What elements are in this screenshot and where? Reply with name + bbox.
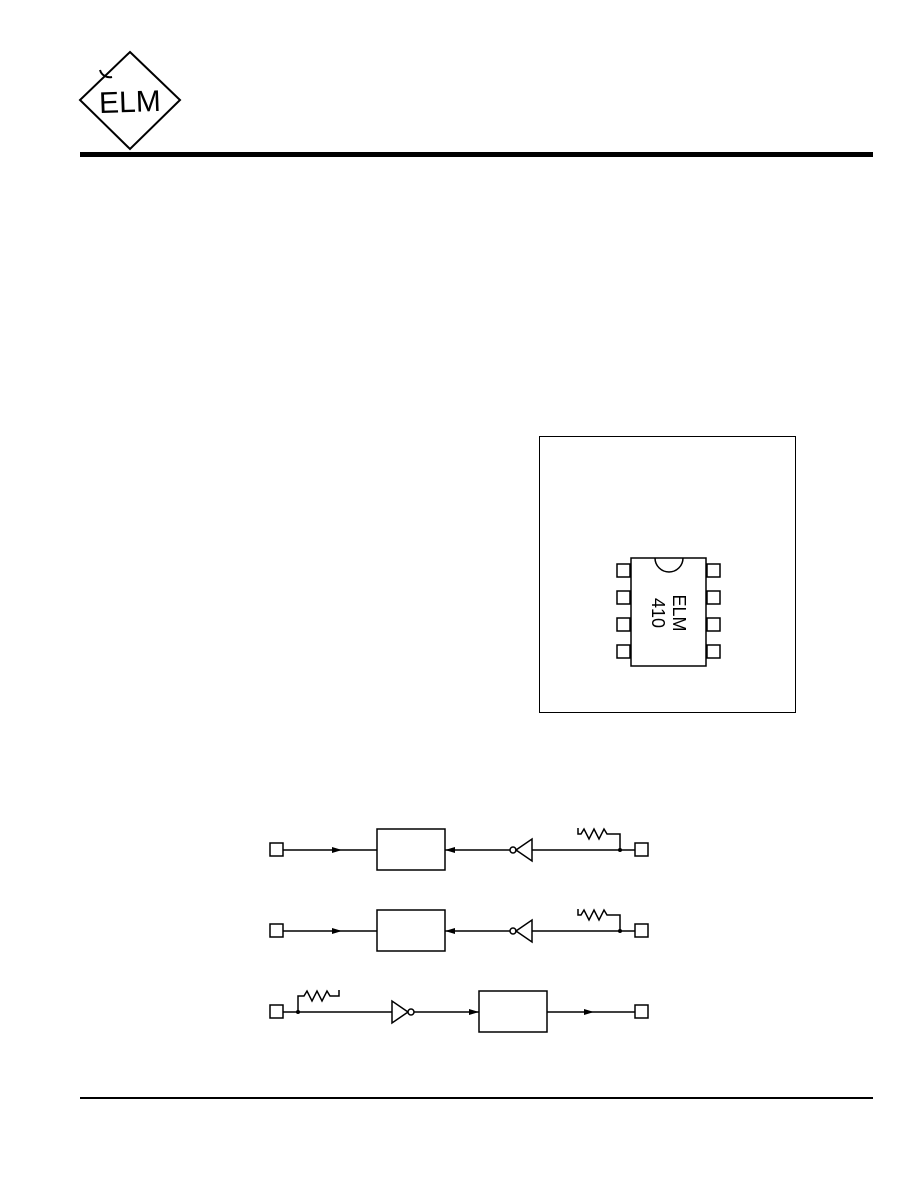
- pin1-notch-icon: [654, 557, 684, 573]
- pinout-diagram: ELM 410: [616, 557, 721, 667]
- ic-package: ELM 410: [616, 557, 721, 667]
- output-terminal: [269, 923, 284, 938]
- input-terminal: [634, 842, 649, 857]
- input-terminal: [634, 923, 649, 938]
- logo-diamond: [78, 50, 182, 151]
- pin-4: [616, 644, 631, 659]
- pin-2: [616, 590, 631, 605]
- logo-text: ELM: [99, 85, 162, 120]
- pin-6: [706, 617, 721, 632]
- block-diagram: [269, 827, 649, 1033]
- input-terminal: [269, 1004, 284, 1019]
- channel-2: [269, 908, 649, 952]
- pin-3: [616, 617, 631, 632]
- chip-label-elm: ELM: [669, 594, 689, 631]
- pin-7: [706, 590, 721, 605]
- channel-3: [269, 989, 649, 1033]
- pin-8: [706, 563, 721, 578]
- inverter-icon: [514, 918, 533, 944]
- pin-5: [706, 644, 721, 659]
- logic-block: [478, 990, 548, 1033]
- inverter-bubble-icon: [407, 1008, 415, 1016]
- pullup-resistor-icon: [297, 989, 340, 1012]
- pin-1: [616, 563, 631, 578]
- logic-block: [376, 909, 446, 952]
- logo-notch-icon: [99, 69, 113, 79]
- chip-label-number: 410: [648, 598, 668, 628]
- header-rule: [80, 152, 873, 157]
- output-terminal: [269, 842, 284, 857]
- pullup-resistor-icon: [577, 908, 621, 931]
- elm-logo: ELM: [78, 50, 182, 151]
- inverter-icon: [391, 999, 410, 1025]
- pinout-figure: ELM 410: [539, 436, 796, 713]
- output-terminal: [634, 1004, 649, 1019]
- logic-block: [376, 828, 446, 871]
- inverter-icon: [514, 837, 533, 863]
- channel-1: [269, 827, 649, 871]
- footer-rule: [80, 1097, 873, 1099]
- pullup-resistor-icon: [577, 827, 621, 850]
